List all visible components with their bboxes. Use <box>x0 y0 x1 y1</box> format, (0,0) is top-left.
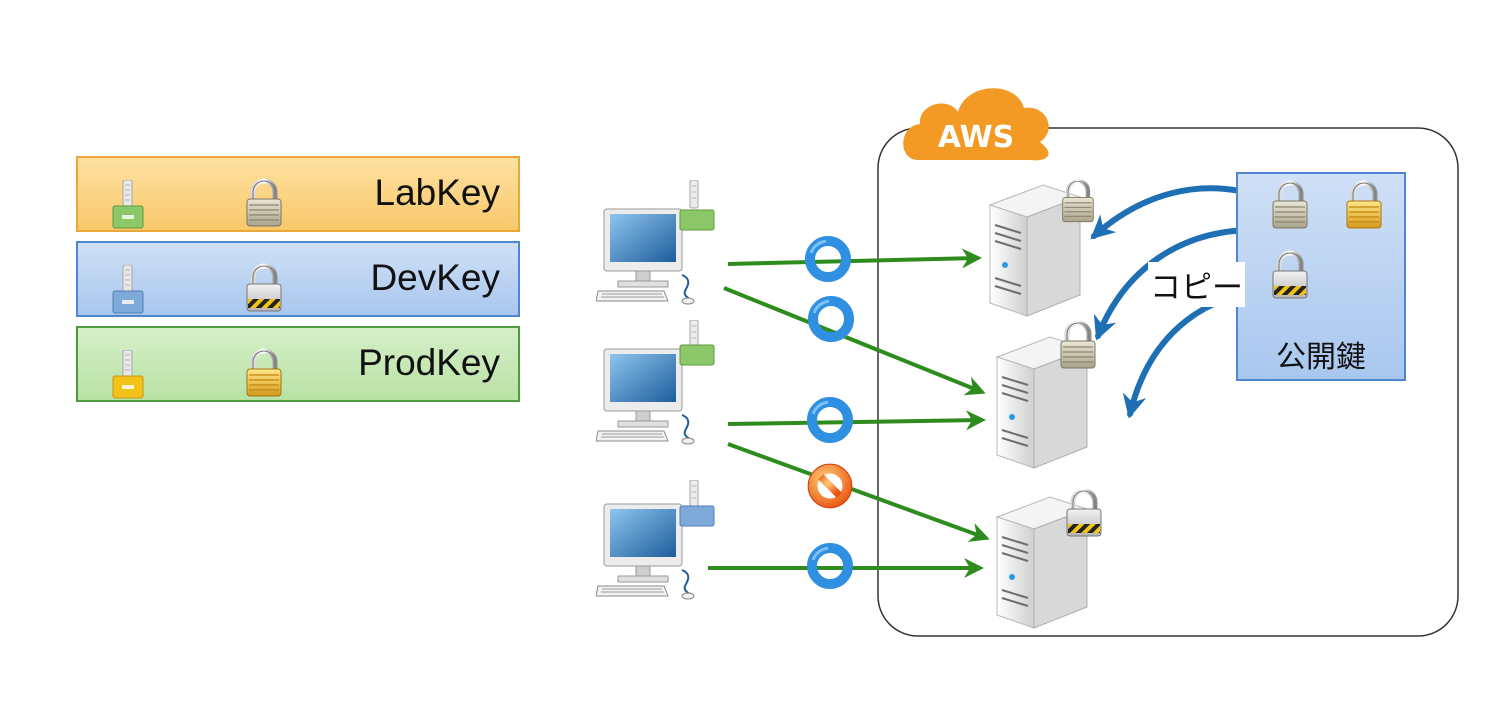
server-3 <box>996 491 1101 629</box>
key-icon <box>112 265 144 314</box>
lock-icon <box>1270 180 1310 230</box>
public-key-box: 公開鍵 <box>1236 172 1406 381</box>
allowed-icon <box>805 236 851 282</box>
server-lock-icon <box>1063 181 1094 222</box>
server-lock-icon <box>1061 323 1095 368</box>
legend-row-labkey: LabKey <box>76 156 520 232</box>
public-key-label: 公開鍵 <box>1276 341 1366 374</box>
legend-label: LabKey <box>374 172 501 213</box>
connection-arrow <box>727 442 990 542</box>
server-lock-icon <box>1067 491 1101 536</box>
pc-key-icon <box>679 480 715 527</box>
server-2 <box>996 323 1095 469</box>
lock-icon <box>1270 250 1310 300</box>
copy-arrow <box>1093 227 1257 341</box>
connection-arrow <box>727 410 986 431</box>
pc-3 <box>596 480 715 600</box>
pc-2 <box>596 320 715 445</box>
lock-icon <box>1344 180 1384 230</box>
aws-region-box <box>877 127 1459 637</box>
denied-icon <box>808 464 852 508</box>
pc-1 <box>596 180 715 305</box>
legend-label: DevKey <box>370 257 500 298</box>
aws-cloud-icon: AWS <box>903 88 1049 161</box>
connection-arrow <box>727 248 982 269</box>
aws-label: AWS <box>938 120 1015 155</box>
allowed-icon <box>807 397 853 443</box>
legend-row-devkey: DevKey <box>76 241 520 317</box>
legend-label: ProdKey <box>358 342 500 383</box>
key-icon <box>112 180 144 229</box>
pc-key-icon <box>679 320 715 366</box>
key-icon <box>112 350 144 399</box>
pc-key-icon <box>679 180 715 231</box>
connection-arrow <box>723 286 986 396</box>
allowed-icon <box>808 296 854 342</box>
copy-label: コピー <box>1148 262 1245 307</box>
server-1 <box>989 181 1094 317</box>
legend-row-prodkey: ProdKey <box>76 326 520 402</box>
